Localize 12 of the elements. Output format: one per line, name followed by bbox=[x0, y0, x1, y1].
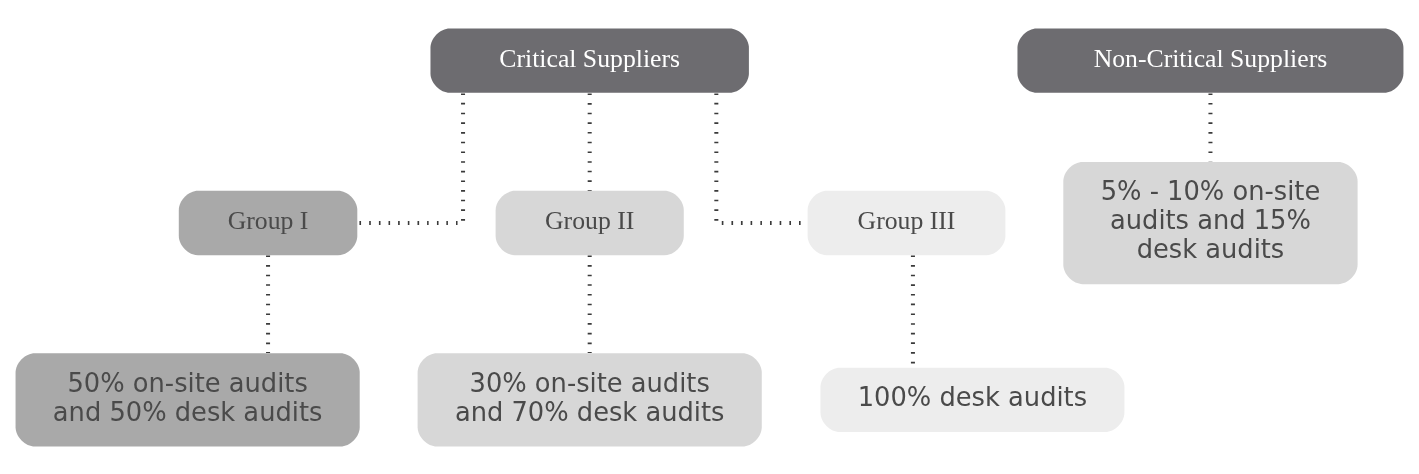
node-box: 5% - 10% on-site audits and 15% desk audits bbox=[1063, 161, 1358, 284]
connector bbox=[587, 92, 592, 191]
node-box: Group I bbox=[178, 190, 358, 255]
node-box: Group II bbox=[495, 190, 684, 255]
connector bbox=[587, 255, 592, 353]
node-box: 30% on-site audits and 70% desk audits bbox=[417, 352, 762, 447]
node-box: Group III bbox=[807, 190, 1006, 255]
node-box: 50% on-site audits and 50% desk audits bbox=[15, 352, 360, 447]
connector bbox=[266, 255, 271, 353]
node-box: Non-Critical Suppliers bbox=[1017, 27, 1404, 93]
node-box: Critical Suppliers bbox=[430, 27, 749, 93]
connector bbox=[357, 92, 466, 225]
